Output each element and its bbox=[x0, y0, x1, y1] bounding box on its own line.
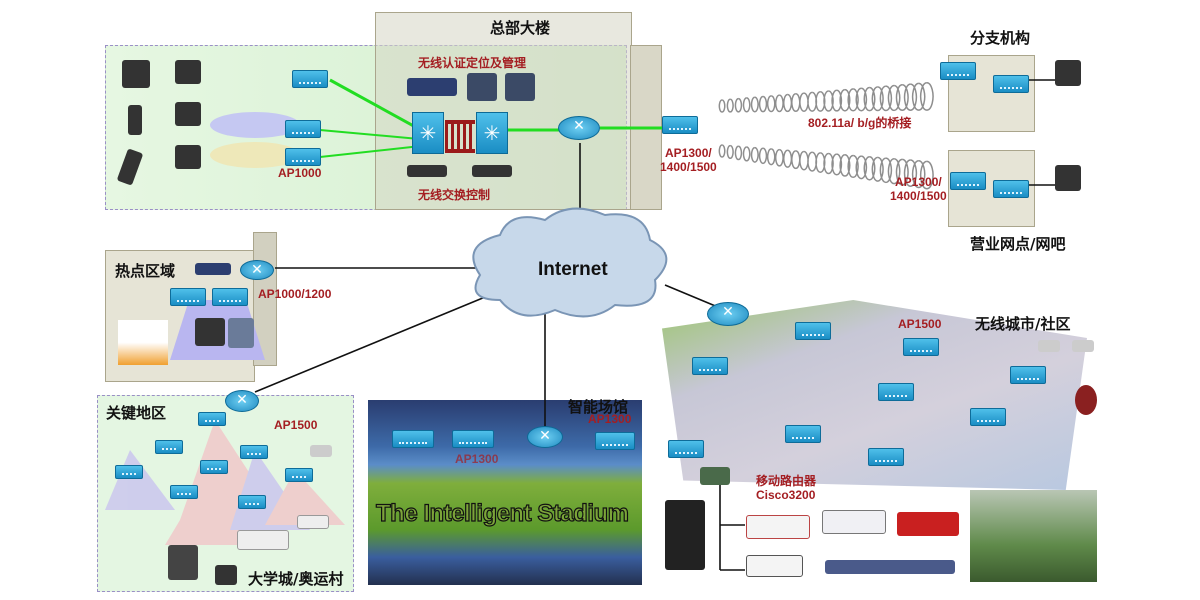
mesh-ap-icon bbox=[238, 495, 266, 509]
link-keyarea-internet bbox=[254, 294, 491, 393]
stadium-router-icon bbox=[527, 426, 563, 448]
bridge-label: 802.11a/ b/g的桥接 bbox=[808, 116, 912, 130]
laptop-icon bbox=[1055, 165, 1081, 191]
outlet-ap-label: AP1300/ 1400/1500 bbox=[890, 175, 947, 203]
hq-title: 总部大楼 bbox=[490, 19, 551, 37]
park-photo bbox=[970, 490, 1097, 582]
stadium-title: 智能场馆 bbox=[568, 398, 629, 416]
hq-router-icon bbox=[558, 116, 600, 140]
fire-truck-icon bbox=[897, 512, 959, 536]
stadium-ap-label: AP1300 bbox=[588, 412, 632, 426]
hq-mgmt-label: 无线认证定位及管理 bbox=[418, 56, 527, 70]
worker-photo bbox=[168, 545, 198, 580]
location-appliance-icon bbox=[407, 78, 457, 96]
train-icon bbox=[825, 560, 955, 574]
siren-icon bbox=[1075, 385, 1097, 415]
city-ap-icon bbox=[868, 448, 904, 466]
stadium-ap-icon bbox=[452, 430, 494, 448]
access-switch-icon bbox=[292, 70, 328, 88]
laptop-icon bbox=[195, 318, 225, 346]
camera-icon bbox=[310, 445, 332, 457]
pda-icon bbox=[128, 105, 142, 135]
keyarea-title: 关键地区 bbox=[106, 404, 167, 422]
city-ap-icon bbox=[1010, 366, 1046, 384]
city-router-icon bbox=[707, 302, 749, 326]
wlan-controller-icon bbox=[472, 165, 512, 177]
access-point-icon bbox=[285, 120, 321, 138]
mobile-router-label: 移动路由器 bbox=[756, 474, 817, 488]
hq-building bbox=[375, 12, 632, 210]
mesh-ap-icon bbox=[170, 485, 198, 499]
mesh-ap-icon bbox=[115, 465, 143, 479]
city-title: 无线城市/社区 bbox=[975, 315, 1071, 333]
hq-bridge-ap-label: AP1300/ 1400/1500 bbox=[660, 146, 717, 174]
internet-cloud bbox=[472, 207, 668, 318]
ambulance-icon bbox=[746, 515, 810, 539]
mobile-router-model: Cisco3200 bbox=[756, 488, 816, 502]
branch-title: 分支机构 bbox=[970, 29, 1031, 47]
hotspot-router-icon bbox=[240, 260, 274, 280]
city-ap-label: AP1500 bbox=[898, 317, 942, 331]
truck-icon bbox=[237, 530, 289, 550]
access-point-icon bbox=[285, 148, 321, 166]
mgmt-workstation-icon bbox=[505, 73, 535, 101]
core-switch-icon bbox=[476, 112, 508, 154]
ip-phone-icon bbox=[122, 60, 150, 88]
stadium-ap-icon bbox=[392, 430, 434, 448]
keyarea-subtitle: 大学城/奥运村 bbox=[248, 570, 344, 588]
internet-label: Internet bbox=[538, 259, 608, 280]
hotspot-ap-label: AP1000/1200 bbox=[258, 287, 332, 301]
etherchannel-icon bbox=[445, 120, 475, 153]
city-ap-icon bbox=[903, 338, 939, 356]
laptop-icon bbox=[175, 60, 201, 84]
camera-icon bbox=[1072, 340, 1094, 352]
mesh-ap-icon bbox=[198, 412, 226, 426]
mgmt-workstation-icon bbox=[467, 73, 497, 101]
outlet-ap-icon bbox=[950, 172, 986, 190]
access-point-icon bbox=[170, 288, 206, 306]
city-ap-icon bbox=[692, 357, 728, 375]
camera-icon bbox=[1038, 340, 1060, 352]
police-car-icon bbox=[297, 515, 329, 529]
keyarea-router-icon bbox=[225, 390, 259, 412]
bridge-signal bbox=[718, 81, 934, 190]
core-switch-icon bbox=[412, 112, 444, 154]
branch-switch-icon bbox=[993, 75, 1029, 93]
appliance-icon bbox=[195, 263, 231, 275]
city-ap-icon bbox=[795, 322, 831, 340]
mesh-ap-icon bbox=[285, 468, 313, 482]
poster-image bbox=[118, 320, 168, 365]
mobile-router-links bbox=[719, 480, 745, 571]
bridge-ap-icon bbox=[662, 116, 698, 134]
laptop-icon bbox=[175, 102, 201, 126]
laptop-icon bbox=[175, 145, 201, 169]
stadium-ap-icon bbox=[595, 432, 635, 450]
stadium-inner-ap-label: AP1300 bbox=[455, 452, 499, 466]
hq-left-ap-label: AP1000 bbox=[278, 166, 322, 180]
police-car-icon bbox=[746, 555, 803, 577]
bus-icon bbox=[822, 510, 886, 534]
wlan-controller-icon bbox=[407, 165, 447, 177]
mobile-router-icon bbox=[700, 467, 730, 485]
city-ap-icon bbox=[970, 408, 1006, 426]
mesh-ap-icon bbox=[200, 460, 228, 474]
access-point-icon bbox=[212, 288, 248, 306]
hq-switch-label: 无线交换控制 bbox=[418, 188, 491, 202]
outlet-title: 营业网点/网吧 bbox=[970, 235, 1066, 253]
police-officer-photo bbox=[665, 500, 705, 570]
city-ap-icon bbox=[878, 383, 914, 401]
laptop-icon bbox=[1055, 60, 1081, 86]
mesh-ap-icon bbox=[240, 445, 268, 459]
outlet-switch-icon bbox=[993, 180, 1029, 198]
branch-ap-icon bbox=[940, 62, 976, 80]
city-ap-icon bbox=[668, 440, 704, 458]
hotspot-title: 热点区域 bbox=[115, 262, 176, 280]
stadium-banner: The Intelligent Stadium bbox=[375, 499, 629, 527]
laptop-icon bbox=[215, 565, 237, 585]
keyarea-ap-label: AP1500 bbox=[274, 418, 318, 432]
tablet-icon bbox=[228, 318, 254, 348]
city-ap-icon bbox=[785, 425, 821, 443]
mesh-ap-icon bbox=[155, 440, 183, 454]
